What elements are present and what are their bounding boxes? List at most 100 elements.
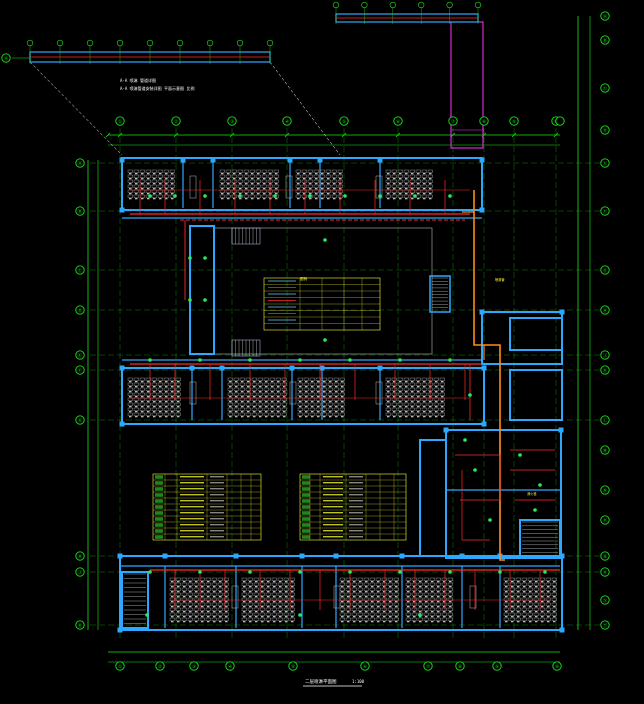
desk [181, 612, 187, 616]
chair [423, 401, 426, 403]
chair [387, 411, 390, 413]
desk [527, 612, 533, 616]
chair [165, 183, 168, 185]
chair [153, 198, 156, 200]
desk [433, 377, 439, 381]
desk [163, 169, 169, 173]
structural-column [559, 553, 565, 559]
chair [371, 606, 374, 608]
desk [427, 169, 433, 173]
chair [371, 601, 374, 603]
desk [239, 377, 245, 381]
desk [257, 387, 263, 391]
chair [417, 396, 420, 398]
desk [313, 184, 319, 188]
desk [421, 407, 427, 411]
chair [229, 401, 232, 403]
detail-bubble [116, 39, 124, 47]
desk [319, 174, 325, 178]
desk [169, 607, 175, 611]
chair [245, 198, 248, 200]
desk [303, 402, 309, 406]
desk [539, 617, 545, 621]
structural-column [233, 553, 239, 559]
desk [223, 617, 229, 621]
chair [523, 621, 526, 623]
chair [511, 601, 514, 603]
chair [243, 616, 246, 618]
grid-bubble [600, 567, 610, 577]
structural-column [443, 427, 449, 433]
detail-strips [12, 1, 482, 64]
desk [433, 412, 439, 416]
chair [225, 621, 228, 623]
chair [315, 183, 318, 185]
chair [449, 616, 452, 618]
grid-bubble-label: ⑤ [291, 664, 296, 670]
chair [263, 183, 266, 185]
chair [147, 396, 150, 398]
table-cell-text [180, 476, 204, 478]
desk [403, 387, 409, 391]
desk [545, 577, 551, 581]
desk [403, 179, 409, 183]
desk [515, 587, 521, 591]
chair [129, 386, 132, 388]
table-cell-text [180, 530, 204, 532]
desk [339, 377, 345, 381]
desk [393, 577, 399, 581]
chair [207, 616, 210, 618]
chair [535, 616, 538, 618]
desk [283, 607, 289, 611]
desk [393, 587, 399, 591]
desk [127, 387, 133, 391]
desk [265, 617, 271, 621]
desk [181, 582, 187, 586]
chair [243, 581, 246, 583]
chair [135, 401, 138, 403]
desk [533, 582, 539, 586]
desk [169, 402, 175, 406]
desk [163, 184, 169, 188]
chair [387, 401, 390, 403]
chair [221, 178, 224, 180]
desk [447, 587, 453, 591]
desk [429, 587, 435, 591]
desk [381, 602, 387, 606]
chair [279, 591, 282, 593]
desk [175, 617, 181, 621]
desk [381, 612, 387, 616]
chair [141, 401, 144, 403]
chair [261, 611, 264, 613]
desk [239, 387, 245, 391]
desk [421, 194, 427, 198]
desk [283, 587, 289, 591]
grid-bubble-label: Ⓔ [78, 352, 83, 359]
chair [189, 611, 192, 613]
chair [255, 581, 258, 583]
desk [247, 597, 253, 601]
desk [181, 577, 187, 581]
table-symbol [302, 517, 310, 521]
desk [375, 582, 381, 586]
desk [231, 174, 237, 178]
toilet-room [509, 317, 563, 351]
chair [165, 178, 168, 180]
desk [351, 612, 357, 616]
grid-bubble [555, 116, 565, 126]
desk [157, 174, 163, 178]
chair [235, 416, 238, 418]
chair [225, 591, 228, 593]
grid-bubble-label: Ⓟ [603, 517, 608, 524]
chair [135, 406, 138, 408]
structural-column [479, 207, 485, 213]
chair [159, 193, 162, 195]
chair [431, 586, 434, 588]
chair [419, 606, 422, 608]
structural-column [119, 365, 125, 371]
chair [423, 198, 426, 200]
chair [407, 596, 410, 598]
desk [321, 382, 327, 386]
grid-bubble-label: Ⓣ [603, 622, 608, 629]
chair [425, 596, 428, 598]
